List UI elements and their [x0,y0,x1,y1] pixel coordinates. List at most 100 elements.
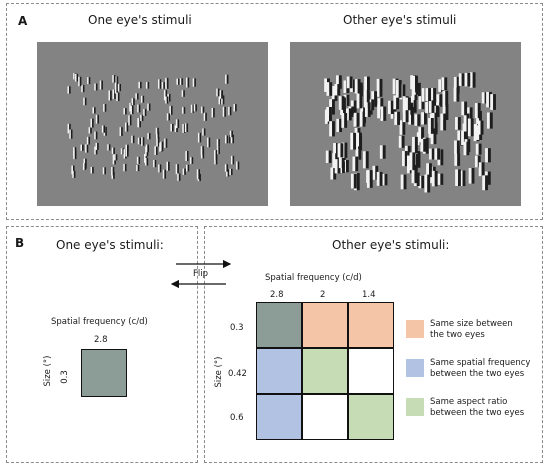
gabor-patch [453,87,460,102]
panel-a-right-title: Other eye's stimuli [343,13,457,27]
gabor-patch [103,103,107,112]
gabor-patch [337,143,344,158]
gabor-patch [158,79,162,89]
gabor-patch [418,96,425,110]
gabor-patch [174,125,178,133]
gabor-patch [147,103,151,111]
legend-swatch-1 [406,320,424,338]
panel-a [6,3,543,220]
gabor-patch [135,93,139,100]
gabor-patch [469,72,476,88]
gabor-patch [154,146,158,155]
gabor-patch [186,164,190,172]
gabor-patch [185,151,189,161]
gabor-patch [225,135,229,144]
gabor-patch [128,115,132,126]
gabor-patch [440,113,447,131]
gabor-patch [140,95,145,103]
gabor-patch [197,132,202,143]
gabor-patch [166,161,170,171]
grid-cell-r2-c2 [302,348,348,394]
grid-cell-r1-c1 [256,302,302,348]
gabor-patch [145,144,149,153]
gabor-patch [362,151,369,169]
gabor-patch [418,127,425,143]
gabor-patch [165,96,169,104]
gabor-patch [116,92,120,102]
gabor-patch [87,77,91,85]
gabor-patch [156,131,160,139]
gabor-patch [474,103,481,119]
gabor-patch [405,97,411,111]
gabor-patch [147,133,151,140]
gabor-patch [114,154,118,161]
gabor-patch [182,168,186,175]
panel-a-letter: A [18,14,28,28]
gabor-patch [463,141,470,156]
gabor-patch [112,75,116,83]
gabor-patch [478,162,485,177]
gabor-patch [363,90,370,108]
right-sf-value-1: 2.8 [270,290,284,300]
gabor-patch [467,118,474,137]
gabor-patch [192,78,196,87]
gabor-patch [442,104,449,121]
left-size-value: 0.3 [60,370,70,384]
gabor-patch [409,152,416,171]
gabor-patch [136,156,141,164]
gabor-patch [196,169,200,180]
gabor-patch [67,123,71,134]
gabor-patch [338,154,345,169]
gabor-patch [353,112,360,126]
gabor-patch [161,82,165,89]
gabor-patch [164,138,168,148]
gabor-patch [216,88,220,97]
right-sf-value-2: 2 [320,290,326,300]
panel-b-left [6,226,198,463]
gabor-patch [182,107,186,114]
gabor-patch [111,167,115,176]
gabor-patch [481,92,488,104]
gabor-patch [169,105,173,115]
gabor-patch [140,114,144,122]
gabor-patch [482,175,488,191]
gabor-patch [114,76,119,84]
gabor-patch [137,137,142,145]
gabor-patch [216,139,220,147]
gabor-patch [402,110,409,123]
gabor-patch [334,84,341,96]
gabor-patch [354,79,361,94]
gabor-patch [229,130,233,138]
gabor-patch [179,78,183,85]
legend-swatch-2 [406,359,424,377]
gabor-patch [393,95,400,110]
gabor-patch [336,118,343,132]
gabor-patch [131,135,135,144]
gabor-patch [355,146,362,160]
gabor-patch [67,86,71,94]
gabor-patch [101,125,106,133]
gabor-patch [359,111,366,127]
gabor-patch [88,127,92,134]
gabor-patch [350,173,357,189]
gabor-patch [377,98,384,110]
gabor-patch [165,77,169,88]
gabor-patch [333,143,339,161]
gabor-patch [326,106,332,122]
gabor-patch [214,154,218,165]
gabor-patch [441,77,448,91]
gabor-patch [458,73,465,86]
gabor-patch [461,101,468,116]
gabor-patch [69,129,73,139]
gabor-patch [111,147,115,154]
gabor-patch [184,123,189,133]
gabor-patch [424,174,431,193]
gabor-patch [80,144,84,151]
gabor-patch [411,168,418,184]
gabor-patch [345,108,352,121]
gabor-patch [466,107,473,120]
gabor-patch [117,84,122,92]
